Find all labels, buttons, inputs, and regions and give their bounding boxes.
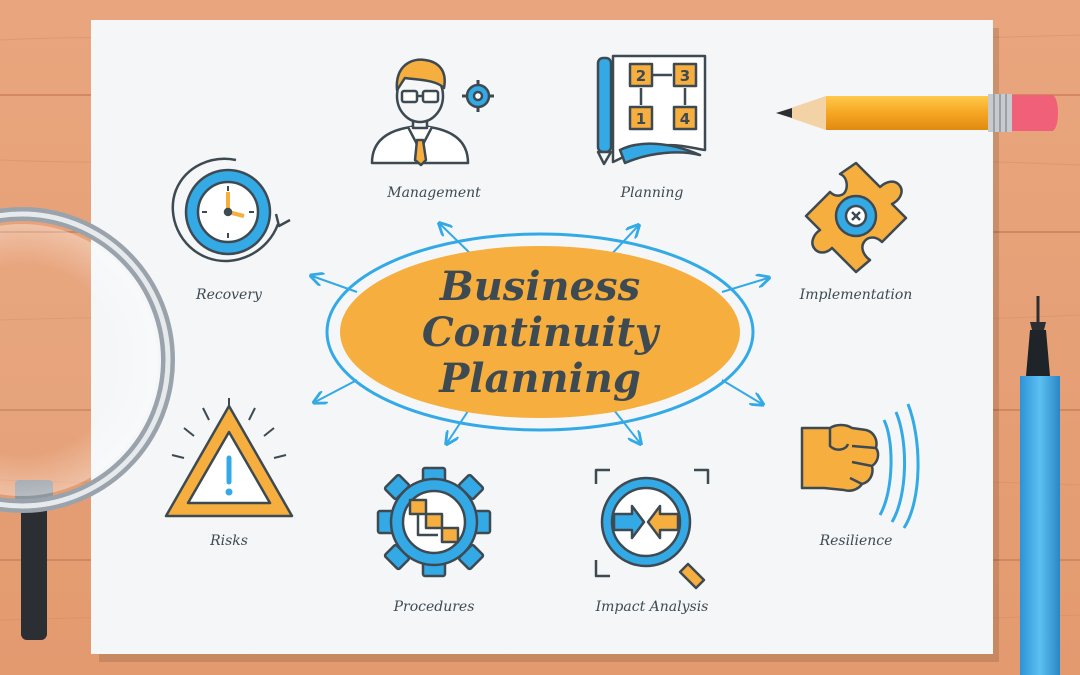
flowchart-plan-icon	[596, 54, 707, 166]
warning-triangle-icon	[164, 398, 294, 518]
topic-label-implementation: Implementation	[799, 287, 913, 303]
topic-label-procedures: Procedures	[393, 599, 475, 615]
magnifying-glass-icon	[0, 207, 175, 640]
manager-gear-icon	[370, 58, 494, 167]
planning-step-4: 4	[680, 110, 690, 128]
central-title-ellipse: Business Continuity Planning	[325, 232, 755, 432]
topic-label-planning: Planning	[620, 185, 684, 201]
puzzle-gear-icon	[804, 161, 908, 274]
title-line-1: Business	[439, 263, 640, 310]
title-line-3: Planning	[438, 355, 641, 402]
title-line-2: Continuity	[422, 309, 661, 356]
planning-step-3: 3	[680, 67, 690, 85]
pencil-icon	[776, 94, 1058, 132]
topic-label-resilience: Resilience	[819, 533, 893, 549]
planning-step-2: 2	[636, 67, 646, 85]
gear-flow-icon	[376, 466, 492, 578]
fist-icon	[800, 403, 920, 529]
topic-label-risks: Risks	[209, 533, 248, 549]
planning-step-1: 1	[636, 110, 646, 128]
magnifier-arrows-icon	[594, 468, 710, 590]
topic-label-management: Management	[386, 185, 481, 201]
pen-icon	[1020, 296, 1060, 675]
clock-recovery-icon	[171, 157, 291, 263]
topic-label-recovery: Recovery	[195, 287, 263, 303]
topic-label-impact-analysis: Impact Analysis	[595, 599, 709, 615]
